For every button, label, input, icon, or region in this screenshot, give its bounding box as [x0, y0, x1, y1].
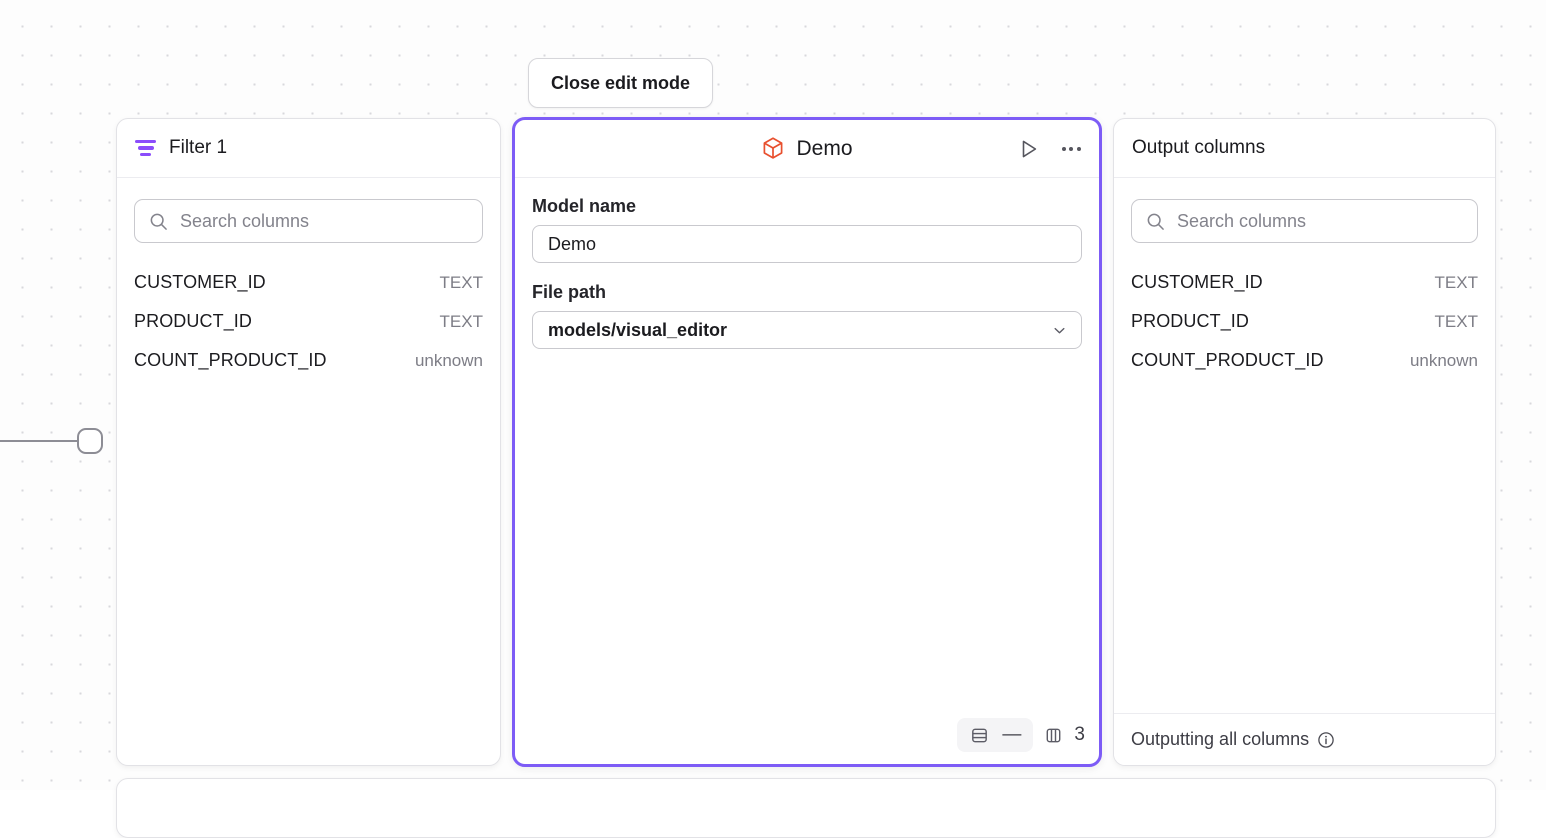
- close-edit-mode-button[interactable]: Close edit mode: [528, 58, 714, 108]
- partial-node-below[interactable]: [116, 778, 1496, 838]
- filter-icon: [135, 140, 156, 156]
- file-path-label: File path: [532, 282, 607, 302]
- columns-icon: [1043, 725, 1064, 746]
- demo-model-node[interactable]: Demo Model name Demo File path mode: [512, 117, 1102, 767]
- list-item[interactable]: PRODUCT_ID TEXT: [1131, 302, 1478, 341]
- list-item[interactable]: PRODUCT_ID TEXT: [134, 302, 483, 341]
- column-name: COUNT_PRODUCT_ID: [134, 350, 327, 370]
- output-node-footer: Outputting all columns: [1114, 713, 1495, 765]
- output-columns-node[interactable]: Output columns Search columns CUSTOMER_I…: [1113, 118, 1496, 766]
- filter-node[interactable]: Filter 1 Search columns CUSTOMER_ID TEXT: [116, 118, 501, 766]
- output-search-input[interactable]: Search columns: [1131, 199, 1478, 243]
- rows-icon: [969, 725, 990, 746]
- file-path-value: models/visual_editor: [548, 319, 728, 340]
- edge-handle[interactable]: [77, 428, 103, 454]
- output-node-body: Search columns CUSTOMER_ID TEXT PRODUCT_…: [1114, 178, 1495, 765]
- info-icon[interactable]: [1317, 731, 1335, 749]
- column-type: TEXT: [1434, 272, 1478, 292]
- list-item[interactable]: COUNT_PRODUCT_ID unknown: [1131, 341, 1478, 380]
- filter-search-input[interactable]: Search columns: [134, 199, 483, 243]
- column-name: COUNT_PRODUCT_ID: [1131, 350, 1324, 370]
- chevron-down-icon: [1052, 323, 1067, 338]
- filter-node-body: Search columns CUSTOMER_ID TEXT PRODUCT_…: [117, 178, 500, 765]
- demo-node-header: Demo: [515, 120, 1099, 178]
- cube-icon: [761, 136, 785, 161]
- more-options-icon[interactable]: [1057, 135, 1085, 163]
- list-item[interactable]: CUSTOMER_ID TEXT: [134, 263, 483, 302]
- list-item[interactable]: CUSTOMER_ID TEXT: [1131, 263, 1478, 302]
- row-count-chip[interactable]: —: [957, 718, 1034, 752]
- filter-search-placeholder: Search columns: [180, 210, 310, 231]
- run-icon[interactable]: [1015, 135, 1043, 163]
- filter-column-list: CUSTOMER_ID TEXT PRODUCT_ID TEXT COUNT_P…: [117, 263, 500, 380]
- output-search-placeholder: Search columns: [1177, 210, 1307, 231]
- file-path-select[interactable]: models/visual_editor: [532, 311, 1082, 349]
- demo-node-title: Demo: [796, 136, 853, 160]
- output-node-header: Output columns: [1114, 119, 1495, 178]
- output-column-list: CUSTOMER_ID TEXT PRODUCT_ID TEXT COUNT_P…: [1114, 263, 1495, 380]
- search-icon: [1146, 212, 1165, 231]
- output-node-title: Output columns: [1132, 137, 1266, 158]
- column-name: CUSTOMER_ID: [134, 272, 266, 292]
- column-type: unknown: [1409, 350, 1478, 370]
- search-icon: [149, 212, 168, 231]
- column-name: PRODUCT_ID: [1131, 311, 1250, 331]
- demo-node-stats: — 3: [957, 718, 1085, 752]
- column-type: unknown: [414, 350, 483, 370]
- filter-node-title: Filter 1: [169, 137, 228, 158]
- column-type: TEXT: [439, 272, 483, 292]
- column-name: PRODUCT_ID: [134, 311, 253, 331]
- list-item[interactable]: COUNT_PRODUCT_ID unknown: [134, 341, 483, 380]
- column-type: TEXT: [439, 311, 483, 331]
- column-count-group[interactable]: 3: [1043, 724, 1085, 746]
- column-name: CUSTOMER_ID: [1131, 272, 1263, 292]
- model-name-label: Model name: [532, 196, 637, 216]
- demo-node-body: Model name Demo File path models/visual_…: [515, 178, 1099, 764]
- column-count-value: 3: [1074, 724, 1085, 745]
- filter-node-header: Filter 1: [117, 119, 500, 178]
- outputting-all-columns-label: Outputting all columns: [1131, 729, 1310, 749]
- edge-line: [0, 440, 80, 442]
- column-type: TEXT: [1434, 311, 1478, 331]
- row-count-value: —: [1002, 724, 1022, 745]
- model-name-field[interactable]: Demo: [532, 225, 1082, 263]
